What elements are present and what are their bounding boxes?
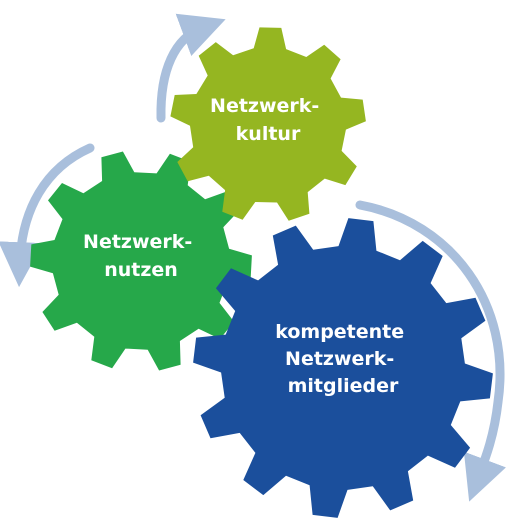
arrow-top-cycle <box>156 13 226 123</box>
gear-netzwerknutzen-line-2: nutzen <box>104 259 178 281</box>
arrow-right-cycle <box>355 200 507 502</box>
cycle-arrows <box>0 13 507 502</box>
gear-mitglieder-line-2: Netzwerk- <box>285 348 394 370</box>
gear-netzwerkkultur-line-1: Netzwerk- <box>210 95 319 117</box>
gear-netzwerkkultur: Netzwerk- kultur <box>170 27 366 221</box>
arrow-left-cycle <box>0 143 95 288</box>
gear-kompetente-netzwerkmitglieder-label: kompetente Netzwerk- mitglieder <box>275 321 411 397</box>
gear-netzwerknutzen-line-1: Netzwerk- <box>83 231 192 253</box>
gear-mitglieder-line-1: kompetente <box>275 321 404 343</box>
gear-kompetente-netzwerkmitglieder-shape <box>193 218 493 518</box>
gear-netzwerknutzen-label: Netzwerk- nutzen <box>83 231 199 281</box>
gear-mitglieder-line-3: mitglieder <box>288 375 399 397</box>
gear-netzwerknutzen: Netzwerk- nutzen <box>30 151 252 371</box>
gear-netzwerkkultur-shape <box>170 27 366 221</box>
gear-netzwerkkultur-label: Netzwerk- kultur <box>210 95 326 145</box>
gear-netzwerkkultur-line-2: kultur <box>236 123 301 145</box>
gear-netzwerknutzen-shape <box>30 151 252 371</box>
gear-kompetente-netzwerkmitglieder: kompetente Netzwerk- mitglieder <box>193 218 493 518</box>
